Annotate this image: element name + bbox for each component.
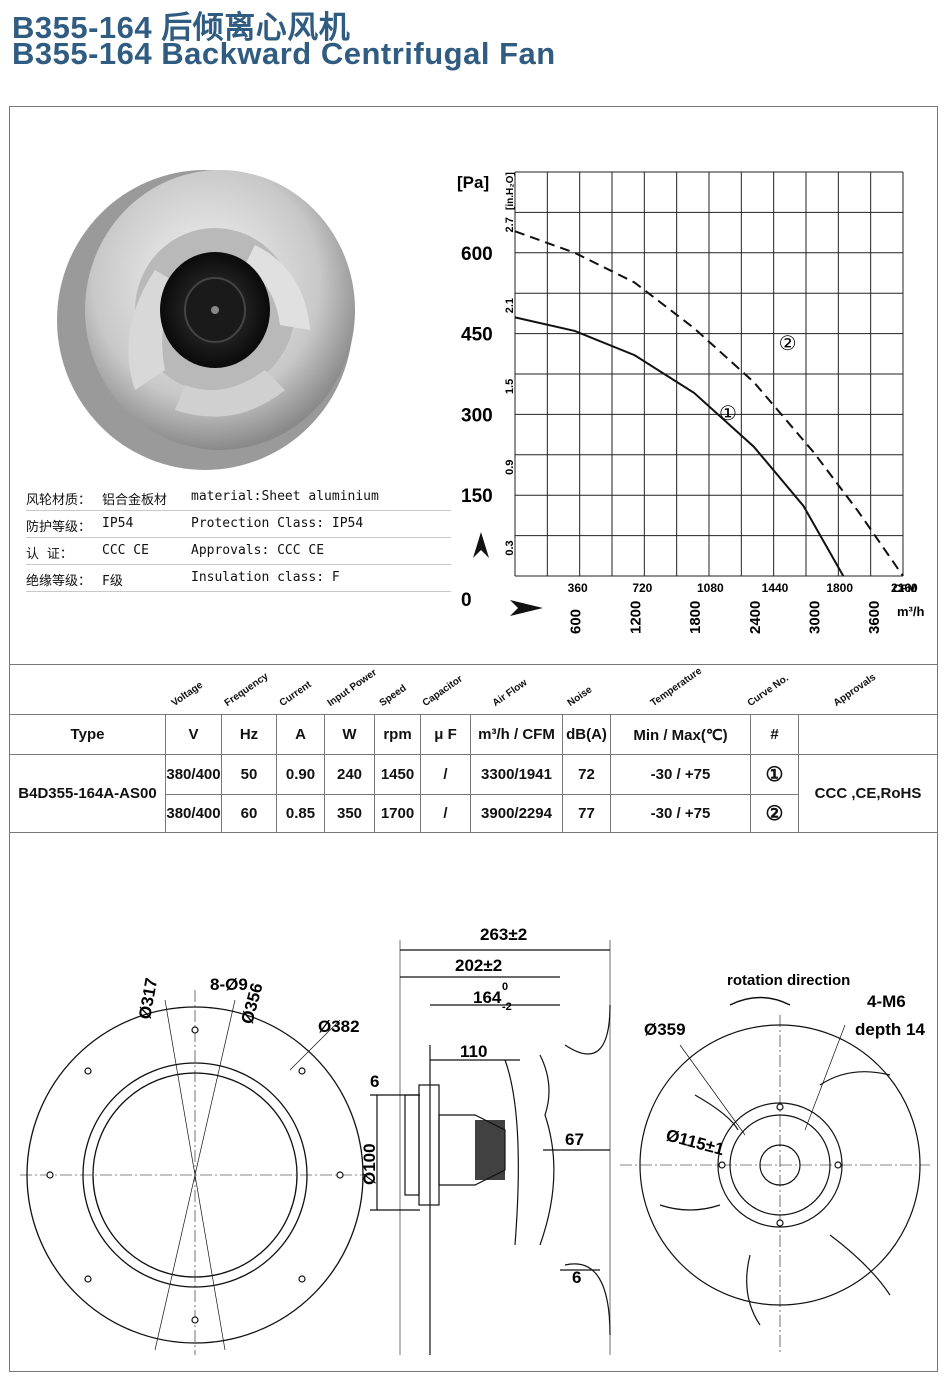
x-cfm-tick-label: 720 xyxy=(632,581,652,595)
units-row: Type V Hz A W rpm μ F m³/h / CFM dB(A) M… xyxy=(9,714,938,755)
x-m3h-tick-label: 600 xyxy=(568,609,585,634)
d382-label: Ø382 xyxy=(318,1017,360,1036)
x-m3h-unit-label: m³/h xyxy=(897,604,925,619)
x-m3h-tick-label: 3000 xyxy=(806,601,823,634)
approvals-cell: CCC ,CE,RoHS xyxy=(798,754,938,833)
curve-1 xyxy=(514,316,845,577)
unit-v: V xyxy=(165,714,222,755)
x-cfm-tick-label: 1440 xyxy=(762,581,789,595)
x-m3h-tick-label: 1200 xyxy=(627,601,644,634)
unit-a: A xyxy=(276,714,325,755)
fan-photo xyxy=(57,170,355,470)
chart-grid xyxy=(514,171,904,577)
back-view-drawing: rotation direction 4-M6 depth 14 Ø359 Ø1… xyxy=(620,972,930,1355)
title-en: B355-164 Backward Centrifugal Fan xyxy=(12,36,556,71)
w164-sub-label: -2 xyxy=(502,1001,512,1013)
unit-w: W xyxy=(324,714,375,755)
x-cfm-tick-label: 1080 xyxy=(697,581,724,595)
protection-row: 防护等级： IP54 Protection Class: IP54 xyxy=(26,511,451,538)
d115-label: Ø115±1 xyxy=(664,1126,726,1160)
y-arrow-icon xyxy=(473,532,489,558)
y-tick-label: 150 xyxy=(461,486,493,507)
unit-temp: Min / Max(℃) xyxy=(610,714,751,755)
w164-sup-label: 0 xyxy=(502,981,508,993)
x-cfm-tick-label: 360 xyxy=(568,581,588,595)
y-alt-tick-label: 1.5 xyxy=(504,379,516,394)
x-cfm-unit-label: CFM xyxy=(893,583,917,595)
w263-label: 263±2 xyxy=(480,925,527,944)
y-alt-tick-label: 0.9 xyxy=(504,460,516,475)
y-tick-label: 450 xyxy=(461,325,493,346)
y-tick-label: 600 xyxy=(461,244,493,265)
d317-label: Ø317 xyxy=(135,976,161,1020)
x-m3h-tick-label: 3600 xyxy=(866,601,883,634)
insulation-row: 绝缘等级： F级 Insulation class: F xyxy=(26,565,451,592)
type-cell: B4D355-164A-AS00 xyxy=(9,754,166,833)
hdr-voltage: Voltage xyxy=(169,679,205,709)
w110-label: 110 xyxy=(460,1042,487,1061)
hdr-temperature: Temperature xyxy=(648,665,705,709)
hdr-capacitor: Capacitor xyxy=(420,673,465,709)
title-cn: B355-164 后倾离心风机 xyxy=(12,10,351,45)
curve-2 xyxy=(514,230,904,577)
unit-uf: μ F xyxy=(420,714,471,755)
x-cfm-tick-label: 2160 xyxy=(891,581,918,595)
unit-approvals xyxy=(798,714,938,755)
side-view-drawing: 263±2 202±2 164 0 -2 110 6 Ø100 67 6 xyxy=(360,925,611,1355)
w202-label: 202±2 xyxy=(455,956,502,975)
chart-curves xyxy=(514,230,904,577)
approvals-row: 认 证： CCC CE Approvals: CCC CE xyxy=(26,538,451,565)
x-m3h-tick-label: 2400 xyxy=(747,601,764,634)
unit-hz: Hz xyxy=(221,714,277,755)
d359-label: Ø359 xyxy=(644,1020,686,1039)
performance-chart: ① ② [Pa] [in.H₂O] 600 450 300 150 0 2.7 2.1 1.5 0.9 0… xyxy=(457,171,925,634)
w164-label: 164 xyxy=(473,988,502,1007)
curve-2-label: ② xyxy=(779,331,797,355)
spec-table: Type V Hz A W rpm μ F m³/h / CFM dB(A) M… xyxy=(9,714,938,833)
x-arrow-icon xyxy=(510,600,543,616)
y-unit-label: [Pa] xyxy=(457,173,489,192)
unit-airflow: m³/h / CFM xyxy=(470,714,563,755)
holes-label: 8-Ø9 xyxy=(210,975,248,994)
x-m3h-tick-label: 1800 xyxy=(687,601,704,634)
spec-header-rotated: Voltage Frequency Current Input Power Sp… xyxy=(0,665,947,714)
hdr-frequency: Frequency xyxy=(222,670,271,709)
hdr-curve: Curve No. xyxy=(745,672,791,709)
hdr-power: Input Power xyxy=(325,667,379,709)
d100-label: Ø100 xyxy=(360,1143,379,1185)
material-row: 风轮材质： 铝合金板材 material:Sheet aluminium xyxy=(26,484,451,511)
y-alt-tick-label: 2.7 xyxy=(504,217,516,232)
hdr-noise: Noise xyxy=(565,684,595,709)
x-cfm-tick-label: 1800 xyxy=(826,581,853,595)
rotation-label: rotation direction xyxy=(727,972,850,989)
y-alt-unit-label: [in.H₂O] xyxy=(505,172,516,210)
y-alt-tick-label: 2.1 xyxy=(504,298,516,313)
table-row: B4D355-164A-AS00 380/400 50 0.90 240 145… xyxy=(9,754,938,833)
front-view-drawing: Ø317 Ø356 8-Ø9 Ø382 xyxy=(20,975,370,1355)
m6-label: 4-M6 xyxy=(867,992,906,1011)
hdr-airflow: Air Flow xyxy=(490,677,530,709)
chart-labels: ① ② [Pa] [in.H₂O] 600 450 300 150 0 2.7 2.1 1.5 0.9 0… xyxy=(457,172,925,634)
curve-1-label: ① xyxy=(719,401,737,425)
table-row: 380/400 60 0.85 350 1700 / 3900/2294 77 … xyxy=(10,794,938,833)
y-tick-label: 300 xyxy=(461,405,493,426)
depth-label: depth 14 xyxy=(855,1020,925,1039)
d6b-label: 6 xyxy=(572,1268,581,1287)
unit-curve: # xyxy=(750,714,799,755)
unit-db: dB(A) xyxy=(562,714,611,755)
hdr-approvals: Approvals xyxy=(831,671,879,709)
unit-rpm: rpm xyxy=(374,714,421,755)
d6a-label: 6 xyxy=(370,1072,379,1091)
y-alt-tick-label: 0.3 xyxy=(504,540,516,555)
hdr-current: Current xyxy=(277,679,314,709)
hdr-speed: Speed xyxy=(377,682,409,709)
unit-type: Type xyxy=(9,714,166,755)
divider xyxy=(9,664,938,665)
d67-label: 67 xyxy=(565,1130,584,1149)
y-tick-label: 0 xyxy=(461,590,472,611)
